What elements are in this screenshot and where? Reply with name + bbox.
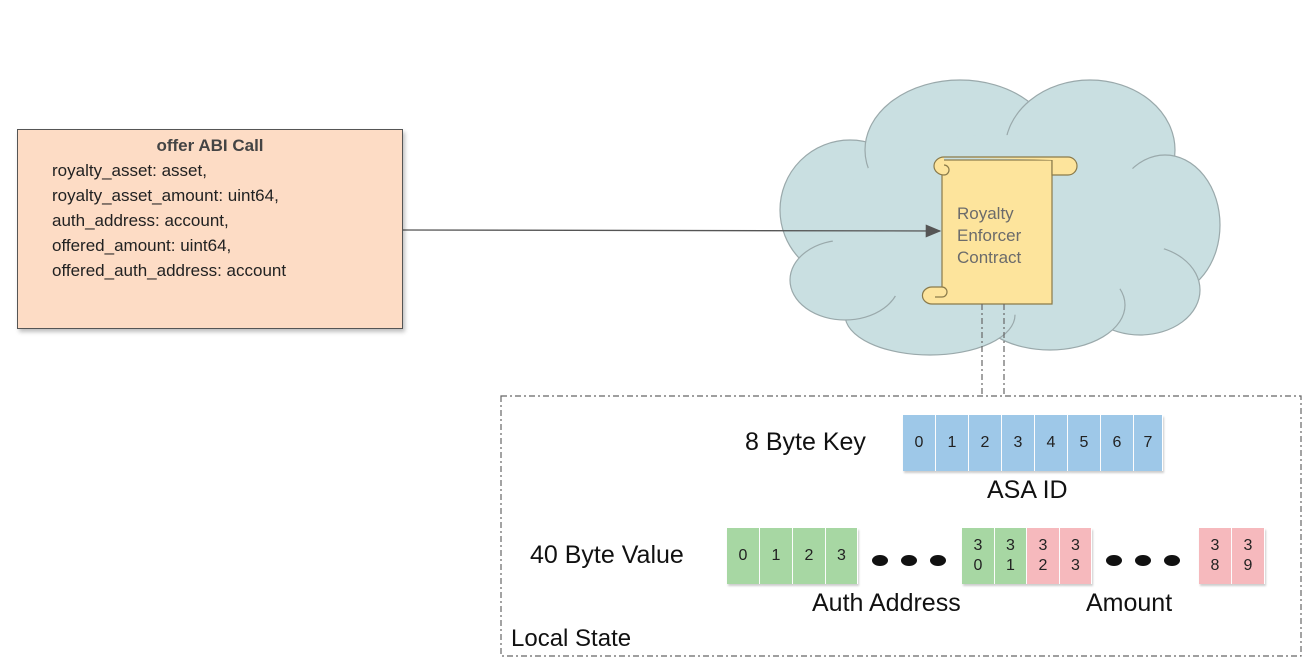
byte-index-digit: 3 [1071, 537, 1080, 554]
value-label: 40 Byte Value [530, 541, 684, 569]
auth-address-caption: Auth Address [812, 589, 961, 617]
contract-label-line: Royalty [957, 204, 1014, 223]
byte-index-digit: 3 [1071, 557, 1080, 574]
contract-label-line: Contract [957, 248, 1022, 267]
offer-param-offered-auth-address: offered_auth_address: account [52, 261, 287, 280]
value-byte-cell: 0 [727, 528, 760, 584]
ellipsis-dot [1135, 555, 1151, 566]
key-byte-cell: 0 [903, 415, 936, 471]
asa-id-caption: ASA ID [987, 476, 1068, 504]
byte-index-digit: 1 [1006, 557, 1015, 574]
key-label: 8 Byte Key [745, 428, 866, 456]
key-byte-cell: 6 [1101, 415, 1134, 471]
contract-label-line: Enforcer [957, 226, 1022, 245]
value-byte-cell: 1 [760, 528, 793, 584]
ellipsis-dot [1106, 555, 1122, 566]
ellipsis-dot [1164, 555, 1180, 566]
ellipsis-dot [901, 555, 917, 566]
byte-index-digit: 9 [1243, 557, 1253, 574]
value-byte-cell: 3 0 [962, 528, 995, 584]
value-byte-cell: 3 9 [1232, 528, 1265, 584]
value-byte-cell: 3 3 [1060, 528, 1092, 584]
key-byte-cell: 1 [936, 415, 969, 471]
value-byte-cell: 3 8 [1199, 528, 1232, 584]
ellipsis-dot [872, 555, 888, 566]
value-byte-cell: 3 [826, 528, 858, 584]
scroll-icon [921, 156, 1078, 305]
key-byte-cell: 7 [1134, 415, 1163, 471]
byte-index-digit: 3 [973, 537, 983, 554]
byte-index-digit: 3 [1243, 537, 1253, 554]
arrow-icon [402, 224, 942, 238]
byte-index-digit: 3 [1210, 537, 1220, 554]
value-byte-cell: 2 [793, 528, 826, 584]
local-state-frame [500, 395, 1302, 657]
byte-index-digit: 8 [1210, 557, 1220, 574]
key-byte-cell: 2 [969, 415, 1002, 471]
byte-index-digit: 3 [1006, 537, 1015, 554]
offer-param-royalty-asset-amount: royalty_asset_amount: uint64, [52, 186, 279, 205]
amount-caption: Amount [1086, 589, 1173, 617]
key-byte-cell: 5 [1068, 415, 1101, 471]
byte-index-digit: 0 [973, 557, 983, 574]
value-byte-cell: 3 2 [1027, 528, 1060, 584]
value-byte-cell: 3 1 [995, 528, 1027, 584]
ellipsis-dot [930, 555, 946, 566]
offer-param-royalty-asset: royalty_asset: asset, [52, 161, 207, 180]
offer-abi-call-title: offer ABI Call [156, 136, 264, 155]
offer-param-offered-amount: offered_amount: uint64, [52, 236, 232, 255]
offer-param-auth-address: auth_address: account, [52, 211, 229, 230]
byte-index-digit: 2 [1038, 557, 1048, 574]
contract-label: Royalty Enforcer Contract [957, 203, 1021, 269]
local-state-title: Local State [511, 625, 632, 652]
byte-index-digit: 3 [1038, 537, 1048, 554]
key-byte-cell: 3 [1002, 415, 1035, 471]
key-byte-cell: 4 [1035, 415, 1068, 471]
offer-abi-call-box: offer ABI Call royalty_asset: asset, roy… [17, 129, 403, 329]
